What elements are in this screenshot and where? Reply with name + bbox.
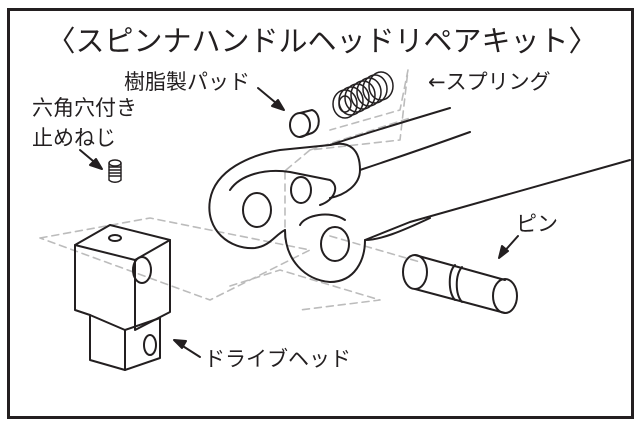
drive-head-illustration — [74, 224, 171, 371]
leader-arrows — [79, 87, 519, 358]
diagram-frame — [7, 8, 634, 419]
set-screw-label-line1: 六角穴付き — [32, 96, 137, 120]
resin-pad-label: 樹脂製パッド — [124, 70, 250, 94]
set-screw-illustration — [108, 159, 122, 183]
diagram-title: 〈スピンナハンドルヘッドリペアキット〉 — [46, 24, 598, 58]
pin-label: ピン — [516, 212, 558, 236]
drive-head-label: ドライブヘッド — [204, 347, 351, 371]
resin-pad-illustration — [289, 109, 320, 138]
spring-illustration — [332, 71, 394, 119]
handle-illustration — [208, 107, 631, 283]
pin-illustration — [402, 254, 518, 314]
set-screw-label-line2: 止めねじ — [32, 126, 116, 150]
assembly-guides — [39, 69, 421, 311]
spring-label: ←スプリング — [428, 70, 551, 94]
